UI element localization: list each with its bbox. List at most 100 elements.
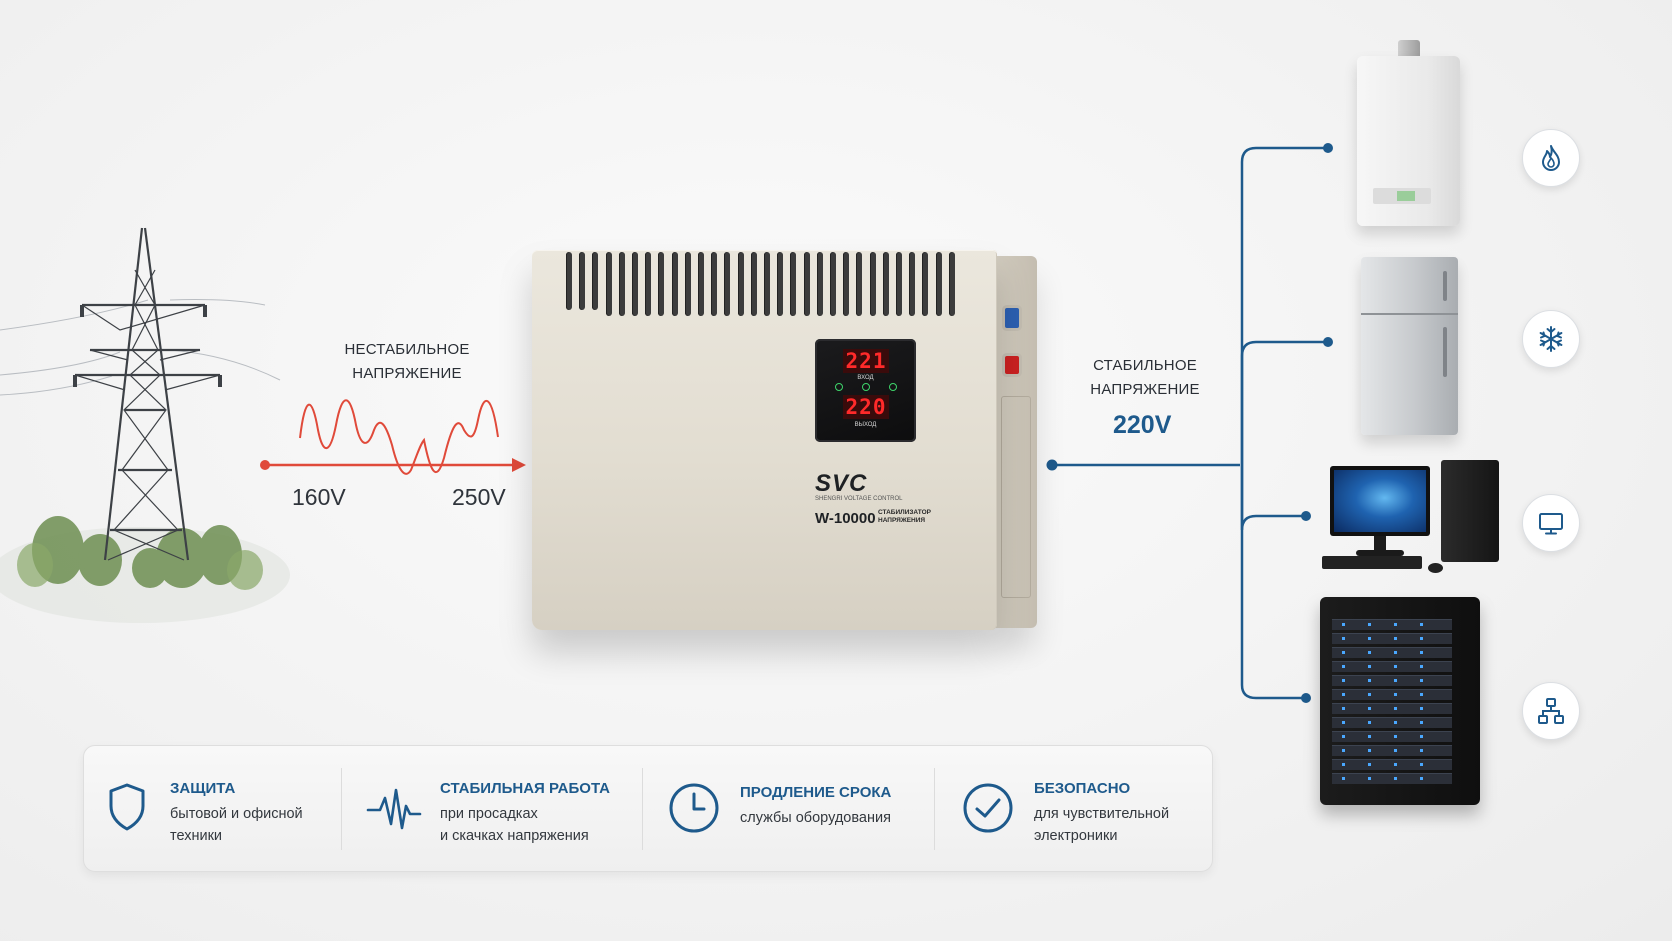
rack-led — [1342, 693, 1345, 696]
feature-title: СТАБИЛЬНАЯ РАБОТА — [440, 780, 611, 797]
blue-switch — [1005, 308, 1019, 328]
output-title-line1: СТАБИЛЬНОЕ — [1093, 357, 1197, 374]
rack-unit — [1332, 661, 1452, 672]
side-panel — [1001, 396, 1031, 598]
vent-slot — [843, 252, 850, 316]
model-name: W-10000 — [815, 510, 876, 527]
vent-slot — [618, 252, 625, 316]
feature-safe: БЕЗОПАСНО для чувствительной электроники — [962, 746, 1202, 871]
gas-boiler — [1357, 56, 1460, 226]
vent-slot — [592, 252, 599, 310]
rack-led — [1394, 749, 1397, 752]
rack-led — [1420, 665, 1423, 668]
rack-led — [1420, 707, 1423, 710]
boiler-dot — [1323, 143, 1333, 153]
rack-led — [1342, 679, 1345, 682]
rack-led — [1394, 623, 1397, 626]
feature-title: БЕЗОПАСНО — [1034, 780, 1131, 797]
rack-unit — [1332, 759, 1452, 770]
vent-slot — [737, 252, 744, 316]
feature-text-line2: техники — [170, 828, 223, 844]
feature-protection: ЗАЩИТА бытовой и офисной техники — [106, 746, 336, 871]
feature-divider — [341, 768, 342, 850]
rack-led — [1420, 637, 1423, 640]
feature-title: ПРОДЛЕНИЕ СРОКА — [740, 784, 892, 801]
vent-slot — [724, 252, 731, 316]
rack-led — [1420, 693, 1423, 696]
rack-led — [1342, 763, 1345, 766]
rack-led — [1368, 693, 1371, 696]
vent-slot — [605, 252, 612, 316]
input-title-line2: НАПРЯЖЕНИЕ — [352, 365, 462, 382]
output-lines — [1052, 146, 1328, 700]
rack-led — [1420, 679, 1423, 682]
rack-led — [1342, 637, 1345, 640]
vent-slot — [896, 252, 902, 316]
rack-led — [1342, 777, 1345, 780]
output-voltage: 220V — [1113, 411, 1172, 439]
rack-led — [1394, 693, 1397, 696]
boiler-flue — [1398, 40, 1420, 60]
input-arrow — [512, 458, 526, 472]
brand-tagline: SHENGRI VOLTAGE CONTROL — [815, 496, 903, 502]
vent-slot — [909, 252, 916, 316]
rack-unit — [1332, 647, 1452, 658]
rack-led — [1342, 749, 1345, 752]
network-icon — [1538, 698, 1564, 724]
vent-slot — [869, 252, 876, 316]
rack-led — [1368, 679, 1371, 682]
rack-led — [1394, 665, 1397, 668]
monitor-screen — [1334, 470, 1426, 532]
rack-unit — [1332, 689, 1452, 700]
vent-slot — [684, 252, 691, 316]
boiler-lcd — [1397, 191, 1415, 201]
mouse — [1428, 563, 1443, 573]
rack-led — [1420, 763, 1423, 766]
vent-slot — [922, 252, 929, 316]
rack-led — [1394, 637, 1397, 640]
rack-led — [1394, 651, 1397, 654]
rack-led — [1342, 623, 1345, 626]
fridge-handle — [1443, 327, 1447, 377]
rack-led — [1394, 777, 1397, 780]
rack-led — [1420, 749, 1423, 752]
rack-led — [1342, 707, 1345, 710]
rack-led — [1368, 665, 1371, 668]
rack-led — [1368, 651, 1371, 654]
vent-slot — [948, 252, 955, 316]
rack-dot — [1301, 693, 1311, 703]
rack-unit — [1332, 717, 1452, 728]
feature-text: службы оборудования — [740, 807, 891, 829]
computer-monitor — [1330, 466, 1430, 536]
server-rack — [1320, 597, 1480, 805]
vent-slot — [764, 252, 770, 316]
rack-unit — [1332, 773, 1452, 784]
rack-led — [1420, 623, 1423, 626]
rack-led — [1342, 651, 1345, 654]
model-description: СТАБИЛИЗАТОР НАПРЯЖЕНИЯ — [878, 509, 932, 524]
snowflake-icon — [1539, 326, 1563, 352]
feature-text-line1: для чувствительной — [1034, 806, 1170, 822]
vent-slot — [882, 252, 889, 316]
rack-led — [1368, 721, 1371, 724]
rack-led — [1342, 721, 1345, 724]
vent-slot — [856, 252, 863, 316]
feature-text-line1: службы оборудования — [740, 810, 891, 826]
rack-led — [1368, 763, 1371, 766]
input-title: НЕСТАБИЛЬНОЕ НАПРЯЖЕНИЕ — [322, 338, 492, 386]
voltage-high: 250V — [452, 484, 506, 510]
feature-lifetime: ПРОДЛЕНИЕ СРОКА службы оборудования — [668, 746, 928, 871]
pc-tower — [1441, 460, 1499, 562]
vent-slot — [579, 252, 586, 310]
display-input-label: ВХОД — [857, 375, 874, 381]
vent-slot — [830, 252, 836, 316]
rack-led — [1420, 777, 1423, 780]
rack-led — [1420, 651, 1423, 654]
rack-led — [1368, 735, 1371, 738]
vent-slot — [566, 252, 572, 310]
transmission-tower — [17, 227, 263, 590]
unstable-wave — [299, 399, 499, 475]
vent-slot — [816, 252, 823, 316]
feature-text-line1: бытовой и офисной — [170, 806, 303, 822]
stabilizer-side — [995, 256, 1037, 628]
